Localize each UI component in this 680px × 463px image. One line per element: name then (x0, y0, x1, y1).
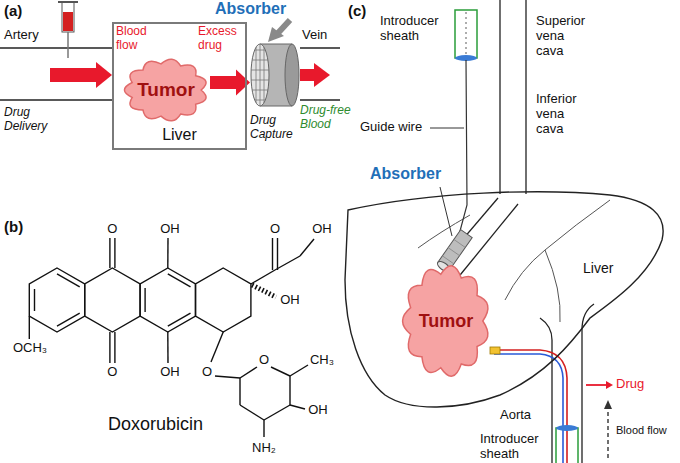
liver-outline-path (345, 192, 663, 407)
grid-line (250, 70, 270, 71)
atom-label: NH₂ (252, 441, 276, 456)
grid-line (264, 44, 265, 106)
atom-label: OH (160, 222, 180, 237)
tumor-cloud: Tumor (400, 262, 492, 380)
grid-line (250, 50, 270, 51)
flow-direction-arrow (604, 400, 612, 458)
cylinder-shape (250, 42, 300, 108)
node-text: Tumor (419, 311, 474, 332)
cloud-outline (403, 266, 488, 376)
vessel-label: Artery (4, 28, 39, 43)
flow-label: Drug (616, 377, 644, 392)
panel-letter: (c) (348, 2, 366, 19)
pointer-arrow (268, 20, 290, 42)
cloud-outline (124, 59, 206, 121)
grid-line (250, 60, 270, 61)
arrow-head (236, 70, 250, 96)
node-text: Absorber (215, 0, 286, 18)
guide-wire (456, 60, 467, 246)
part-label: Introducer sheath (380, 14, 452, 44)
grid-line (260, 44, 261, 106)
vena-cava (440, 0, 526, 280)
honeycomb-grid (250, 44, 270, 106)
grid-line (250, 80, 270, 81)
atom-label: O (270, 222, 280, 237)
stage-label: Drug Delivery (4, 106, 64, 134)
cylinder-end (285, 44, 299, 106)
panel-letter: (a) (4, 2, 22, 19)
absorber-cylinder: Absorber (250, 42, 300, 108)
atom-label: O (259, 353, 269, 368)
flow-label: Blood flow (616, 424, 667, 437)
part-label: Absorber (370, 165, 441, 183)
node-text: Liver (162, 126, 197, 144)
flow-label: Drug-free Blood (300, 104, 356, 132)
panel-letter: (b) (4, 218, 23, 235)
part-label: Aorta (500, 408, 531, 423)
introducer-sheath (455, 10, 578, 463)
atom-label: O (107, 222, 117, 237)
grid-line (256, 44, 257, 106)
stage-label: Drug Capture (250, 114, 300, 142)
atom-label: O (202, 365, 212, 380)
atom-label: OH (312, 222, 332, 237)
part-label: Superior vena cava (536, 14, 594, 59)
flow-label: Blood flow (116, 25, 160, 53)
node-text: Tumor (137, 79, 195, 101)
drug-arrow (586, 381, 613, 389)
part-label: Guide wire (360, 120, 422, 135)
vessel-label: Vein (302, 28, 327, 43)
atom-label: OH (280, 293, 300, 308)
atom-label: OCH₃ (13, 341, 47, 356)
cylinder-edge (260, 106, 292, 107)
atom-label: OH (308, 403, 328, 418)
cylinder-face (251, 44, 269, 106)
flow-label: Excess drug (198, 25, 244, 53)
atom-label: OH (160, 365, 180, 380)
part-label: Inferior vena cava (536, 92, 594, 137)
atom-label: O (107, 365, 117, 380)
grid-line (250, 100, 270, 101)
molecule-name: Doxorubicin (108, 414, 203, 435)
cylinder-edge (260, 44, 292, 45)
molecule (29, 238, 314, 437)
syringe (58, 2, 78, 58)
atom-label: CH₃ (310, 353, 334, 368)
node-text: Liver (583, 260, 613, 276)
flow-arrow (210, 70, 250, 96)
tumor-cloud: Tumor (122, 57, 210, 123)
arrow-shaft (210, 76, 237, 89)
grid-line (250, 90, 270, 91)
part-label: Introducer sheath (480, 432, 550, 462)
